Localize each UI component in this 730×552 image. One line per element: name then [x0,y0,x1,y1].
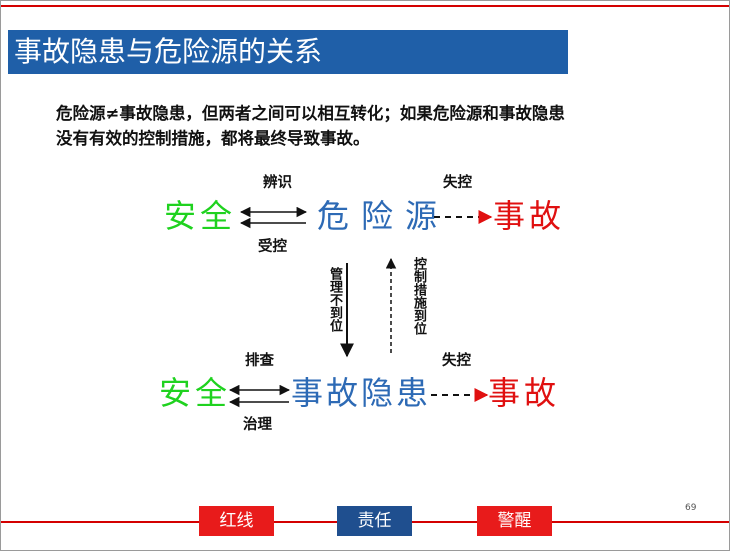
row1-out-of-control-label: 失控 [443,175,472,191]
row1-hazard-source-text: 危险源 [317,197,450,235]
responsibility-button[interactable]: 责任 [337,506,412,536]
alert-button[interactable]: 警醒 [477,506,552,536]
row1-safety-text: 安全 [164,197,237,235]
page-number: 69 [685,503,697,513]
row2-accident-text: 事故 [488,374,561,412]
intro-text: 危险源≠事故隐患，但两者之间可以相互转化；如果危险源和事故隐患 没有有效的控制措… [56,101,686,151]
intro-line-2: 没有有效的控制措施，都将最终导致事故。 [56,129,370,148]
row1-controlled-label: 受控 [258,239,287,255]
row2-safety-text: 安全 [159,374,232,412]
slide-title: 事故隐患与危险源的关系 [8,30,568,74]
row2-investigate-label: 排查 [245,353,274,369]
red-line-button[interactable]: 红线 [199,506,274,536]
row2-out-of-control-label: 失控 [442,353,471,369]
row2-hidden-danger-text: 事故隐患 [291,374,432,412]
top-red-line [1,5,729,7]
control-measures-in-place-label: 控制措施到位 [411,257,426,335]
management-inadequate-label: 管理不到位 [327,267,342,332]
intro-line-1: 危险源≠事故隐患，但两者之间可以相互转化；如果危险源和事故隐患 [56,104,565,123]
row1-identify-label: 辨识 [263,175,292,191]
row1-accident-text: 事故 [493,197,566,235]
row2-rectify-label: 治理 [243,417,272,433]
